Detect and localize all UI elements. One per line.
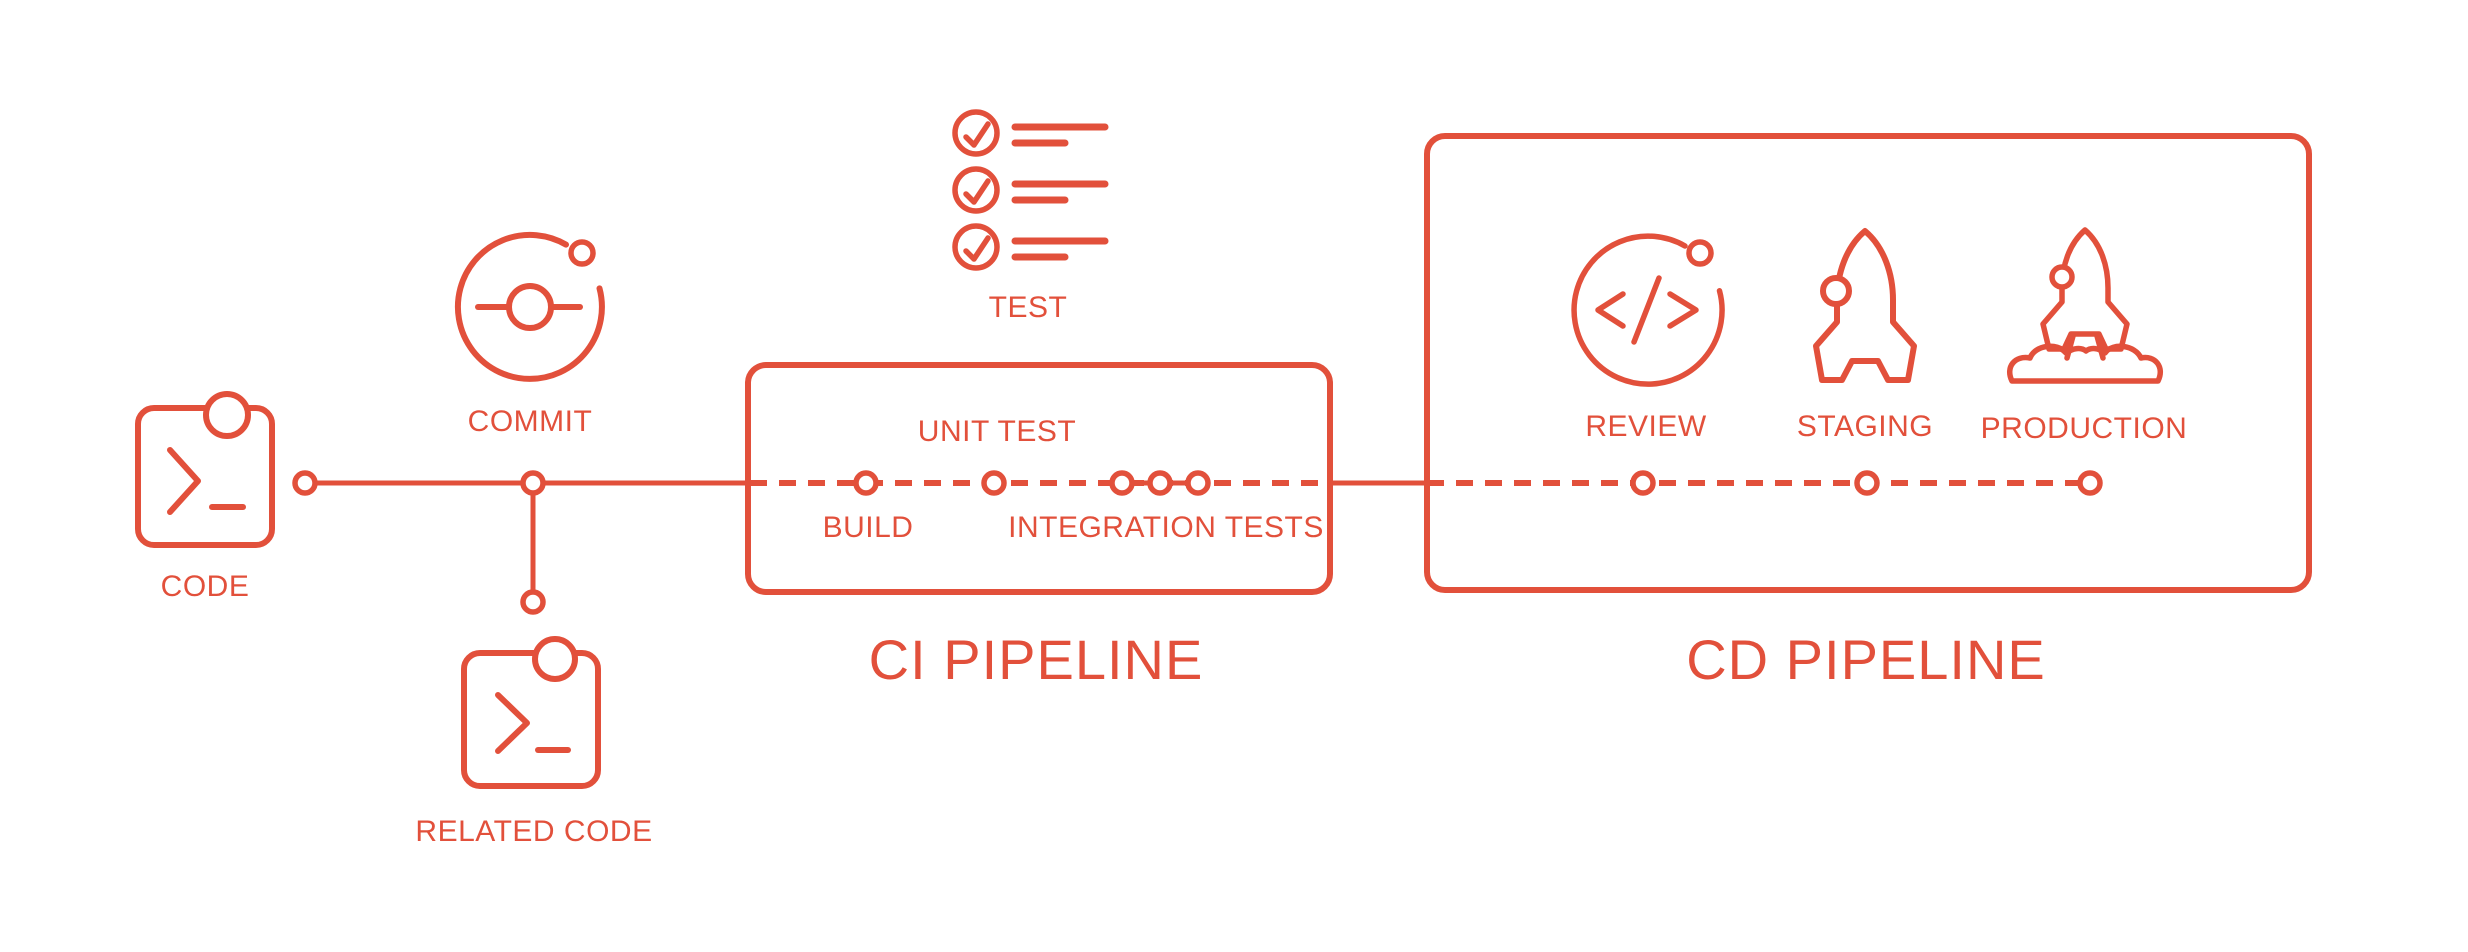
orbit-arc	[454, 231, 605, 382]
test-checklist-icon	[952, 109, 1109, 271]
orbit-arc	[1571, 233, 1725, 387]
cd-pipeline-title: CD PIPELINE	[1686, 628, 2046, 691]
orbit-dot	[568, 239, 596, 267]
code-slash	[1631, 275, 1662, 345]
related-code-terminal-icon	[461, 636, 601, 789]
node-integration-1	[1109, 470, 1135, 496]
related-code-label: RELATED CODE	[415, 815, 653, 848]
integration-tests-label: INTEGRATION TESTS	[1008, 511, 1324, 544]
rocket-porthole	[1820, 275, 1852, 307]
staging-rocket-icon	[1813, 228, 1917, 383]
check-circle	[952, 223, 1000, 271]
node-integration-3	[1185, 470, 1211, 496]
check-mark	[963, 121, 991, 148]
pin-circle	[203, 391, 251, 439]
node-branch-end	[520, 589, 546, 615]
review-label: REVIEW	[1585, 410, 1707, 443]
prompt-chevron	[167, 447, 201, 515]
production-label: PRODUCTION	[1980, 412, 2188, 445]
check-circle	[952, 109, 1000, 157]
timeline	[292, 470, 2103, 615]
staging-label: STAGING	[1796, 410, 1934, 443]
rocket-body	[1813, 228, 1917, 383]
node-start	[292, 470, 318, 496]
smoke-cloud	[2007, 343, 2164, 384]
test-label: TEST	[988, 291, 1068, 324]
pin-circle	[532, 636, 578, 682]
prompt-chevron	[495, 692, 530, 754]
node-integration-2	[1147, 470, 1173, 496]
node-production	[2077, 470, 2103, 496]
cd-pipeline-box	[1424, 133, 2312, 593]
build-label: BUILD	[822, 511, 914, 544]
check-circle	[952, 166, 1000, 214]
code-label: CODE	[160, 570, 250, 603]
unit-test-label: UNIT TEST	[917, 415, 1077, 448]
node-commit	[520, 470, 546, 496]
orbit-dot	[1686, 239, 1714, 267]
commit-icon	[454, 231, 605, 382]
node-build	[853, 470, 879, 496]
node-staging	[1854, 470, 1880, 496]
ci-pipeline-box	[745, 362, 1333, 595]
code-review-icon	[1571, 233, 1725, 387]
check-mark	[963, 235, 991, 262]
production-launch-icon	[2007, 227, 2164, 384]
node-review	[1630, 470, 1656, 496]
ci-pipeline-title: CI PIPELINE	[868, 628, 1204, 691]
commit-label: COMMIT	[467, 405, 593, 438]
check-mark	[963, 178, 991, 205]
rocket-body	[2040, 227, 2130, 352]
code-terminal-icon	[135, 391, 275, 548]
commit-dot	[506, 283, 554, 331]
rocket-porthole	[2049, 264, 2075, 290]
code-right-chevron	[1667, 291, 1699, 329]
node-unit-test	[981, 470, 1007, 496]
code-left-chevron	[1595, 291, 1626, 329]
